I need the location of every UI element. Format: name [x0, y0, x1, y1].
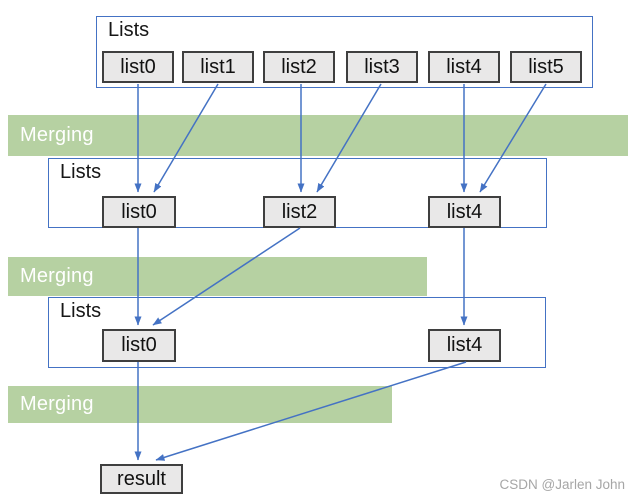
- list-node-list0-row2: list0: [102, 196, 176, 228]
- list-node-list0-row3: list0: [102, 329, 176, 362]
- list-node-list3-row1: list3: [346, 51, 418, 83]
- merging-banner-1: Merging: [8, 115, 628, 156]
- list-node-list1-row1: list1: [182, 51, 254, 83]
- watermark: CSDN @Jarlen John: [499, 477, 625, 492]
- result-node: result: [100, 464, 183, 494]
- list-node-list0-row1: list0: [102, 51, 174, 83]
- lists-label: Lists: [60, 161, 102, 183]
- list-node-list2-row1: list2: [263, 51, 335, 83]
- lists-label: Lists: [108, 19, 150, 41]
- list-node-list4-row2: list4: [428, 196, 501, 228]
- merging-banner-3: Merging: [8, 386, 392, 423]
- list-node-list4-row1: list4: [428, 51, 500, 83]
- lists-label: Lists: [60, 300, 102, 322]
- list-node-list5-row1: list5: [510, 51, 582, 83]
- merging-banner-2: Merging: [8, 257, 427, 296]
- list-node-list4-row3: list4: [428, 329, 501, 362]
- list-node-list2-row2: list2: [263, 196, 336, 228]
